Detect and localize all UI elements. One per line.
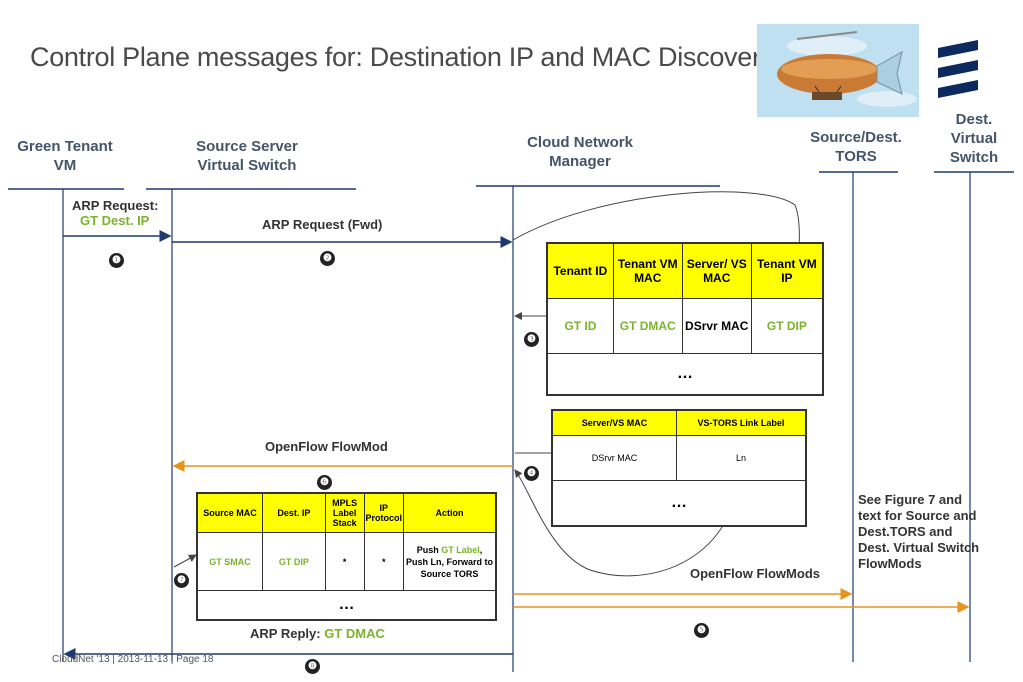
side-note: See Figure 7 and text for Source and Des…: [858, 492, 980, 571]
cnm-tenant-table: Tenant ID Tenant VM MAC Server/ VS MAC T…: [546, 242, 824, 396]
cnm-table-ellipsis: …: [546, 353, 824, 396]
page-footer: CloudNet '13 | 2013-11-13 | Page 18: [52, 654, 214, 665]
ericsson-logo: [938, 40, 978, 98]
openflow-flowmod-label: OpenFlow FlowMod: [265, 439, 388, 454]
openflow-flowmods-label: OpenFlow FlowMods: [690, 566, 820, 581]
flow-action-gt-label: GT Label: [441, 544, 480, 555]
step-marker-2: ❷: [320, 251, 335, 266]
cnm-header-server-vs-mac: Server/ VS MAC: [681, 242, 752, 299]
flow-header-action: Action: [403, 492, 497, 533]
arp-reply-text: ARP Reply:: [250, 626, 321, 641]
lifelines: [62, 172, 971, 672]
flow-table: Source MAC Dest. IP MPLS Label Stack IP …: [196, 492, 497, 621]
step-marker-5: ❺: [694, 623, 709, 638]
arrow-flow-table: [173, 554, 197, 568]
flow-header-mpls-stack: MPLS Label Stack: [324, 492, 365, 533]
step-marker-7: ❼: [174, 573, 189, 588]
cnm-cell-tenant-vm-mac: GT DMAC: [612, 298, 683, 354]
link-header-server-vs-mac: Server/VS MAC: [551, 409, 677, 436]
cnm-cell-server-vs-mac: DSrvr MAC: [681, 298, 752, 354]
flow-action-rest: , Push Ln, Forward to Source TORS: [406, 544, 493, 579]
flow-cell-dest-ip: GT DIP: [262, 532, 326, 591]
link-cell-server-vs-mac: DSrvr MAC: [551, 435, 677, 481]
lane-label-source-vs: Source Server Virtual Switch: [196, 138, 298, 174]
lane-label-cnm: Cloud Network Manager: [527, 134, 633, 170]
lane-label-dest-vs: Dest. Virtual Switch: [949, 111, 999, 166]
airship-image: [757, 24, 919, 117]
flow-cell-ip-protocol: *: [363, 532, 405, 591]
flow-cell-source-mac: GT SMAC: [196, 532, 264, 591]
flow-header-dest-ip: Dest. IP: [262, 492, 326, 533]
link-table-ellipsis: …: [551, 480, 807, 527]
flow-table-ellipsis: …: [196, 590, 497, 621]
arp-reply-label: ARP Reply: GT DMAC: [250, 626, 385, 641]
lane-label-tors: Source/Dest. TORS: [810, 129, 902, 165]
step-marker-3: ❸: [524, 332, 539, 347]
arp-request-label: ARP Request:: [72, 198, 159, 213]
cnm-header-tenant-id: Tenant ID: [546, 242, 614, 299]
cnm-cell-tenant-vm-ip: GT DIP: [750, 298, 824, 354]
flow-cell-mpls-stack: *: [324, 532, 365, 591]
arp-reply-value: GT DMAC: [324, 626, 385, 641]
arp-request-value: GT Dest. IP: [80, 213, 150, 228]
step-marker-1: ❶: [109, 253, 124, 268]
cnm-header-tenant-vm-ip: Tenant VM IP: [750, 242, 824, 299]
step-marker-6: ❻: [317, 475, 332, 490]
page-title: Control Plane messages for: Destination …: [30, 42, 774, 72]
lane-label-green-vm: Green Tenant VM: [17, 138, 113, 174]
link-header-vs-tors-label: VS-TORS Link Label: [675, 409, 807, 436]
flow-action-push: Push: [416, 544, 439, 555]
flow-cell-action: Push GT Label, Push Ln, Forward to Sourc…: [403, 532, 497, 591]
step-marker-4: ❹: [524, 466, 539, 481]
cnm-cell-tenant-id: GT ID: [546, 298, 614, 354]
link-label-table: Server/VS MAC VS-TORS Link Label DSrvr M…: [551, 409, 807, 527]
link-cell-label: Ln: [675, 435, 807, 481]
lane-header-lines: [8, 171, 1014, 190]
arp-fwd-label: ARP Request (Fwd): [262, 217, 383, 232]
flow-header-source-mac: Source MAC: [196, 492, 264, 533]
step-marker-8: ❽: [305, 659, 320, 674]
cnm-header-tenant-vm-mac: Tenant VM MAC: [612, 242, 683, 299]
flow-header-ip-protocol: IP Protocol: [363, 492, 405, 533]
